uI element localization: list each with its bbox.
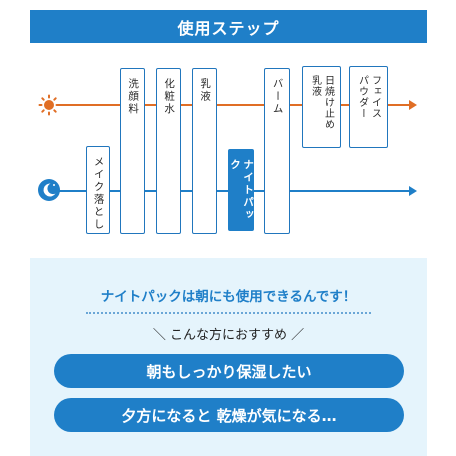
step-face-wash: 洗顔料 [120,68,145,234]
page-title: 使用ステップ [30,10,427,43]
morning-routine-line [58,104,410,106]
step-face-powder: フェイス パウダー [349,66,388,148]
step-sunscreen-emulsion: 日焼け止め 乳液 [302,66,341,148]
step-night-pack: ナイトパック [228,149,254,231]
reason-pill: 夕方になると 乾燥が気になる… [54,398,404,432]
step-label: 日焼け止め 乳液 [309,75,334,130]
step-label: メイク落とし [92,156,105,231]
night-pack-info-panel: ナイトパックは朝にも使用できるんです！ ＼ こんな方におすすめ ／ 朝もしっかり… [30,258,427,456]
recommend-heading: ＼ こんな方におすすめ ／ [152,328,305,343]
night-arrow-icon [409,186,417,196]
sun-icon [38,94,60,116]
step-label: フェイス パウダー [356,75,381,119]
morning-arrow-icon [409,100,417,110]
reason-pill: 朝もしっかり保湿したい [54,354,404,388]
step-label: 化粧水 [163,78,176,116]
step-label: バーム [271,78,284,116]
step-label: 乳液 [199,78,212,103]
moon-icon [38,179,60,201]
divider [86,312,371,314]
step-makeup-remover: メイク落とし [86,146,110,234]
step-emulsion: 乳液 [192,68,217,234]
step-label: ナイトパック [229,159,255,222]
step-toner: 化粧水 [156,68,181,234]
step-label: 洗顔料 [127,78,140,116]
step-balm: バーム [264,68,290,234]
usage-step-diagram: メイク落とし 洗顔料 化粧水 乳液 ナイトパック バーム 日焼け止め 乳液 フェ… [0,50,456,250]
panel-tagline: ナイトパックは朝にも使用できるんです！ [100,289,357,305]
